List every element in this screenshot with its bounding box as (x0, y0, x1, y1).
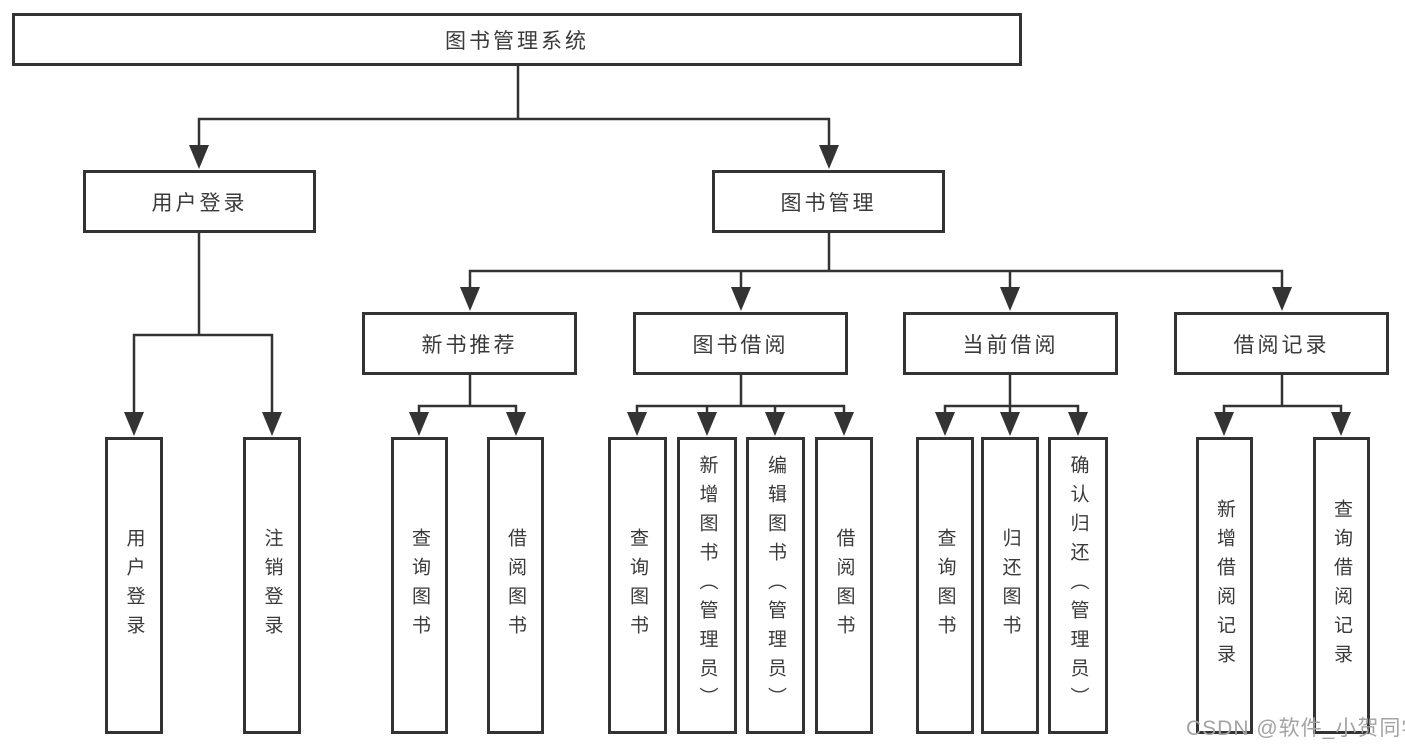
arrowhead (1068, 412, 1088, 436)
leaf-label: 编辑图书（管理员） (765, 455, 786, 716)
arrowhead (409, 412, 429, 436)
arrowhead (1214, 412, 1234, 436)
node-book-borrow: 图书借阅 (633, 312, 848, 375)
connector-borrow-record-to-leaves (1214, 373, 1351, 436)
csdn-watermark: CSDN @软件_小贺同学 (1186, 717, 1405, 740)
leaf-label: 查询图书 (934, 527, 956, 644)
leaf-bb-borrow-book: 借阅图书 (815, 437, 873, 734)
arrowhead (1272, 287, 1292, 311)
node-new-book-recommend: 新书推荐 (362, 312, 577, 375)
leaf-label: 查询图书 (627, 527, 648, 644)
arrowhead (819, 145, 839, 169)
leaf-label: 查询图书 (409, 527, 430, 644)
leaf-bb-query-book: 查询图书 (608, 437, 667, 734)
connector-new-book-to-leaves (409, 373, 526, 436)
arrowhead (627, 412, 647, 436)
leaf-cb-return-book: 归还图书 (981, 437, 1039, 734)
connector-root-to-level2 (189, 64, 839, 169)
arrowhead (765, 412, 785, 436)
arrowhead (935, 412, 955, 436)
connector-book-borrow-to-leaves (627, 373, 854, 436)
leaf-br-query-record: 查询借阅记录 (1313, 437, 1370, 734)
arrowhead (189, 145, 209, 169)
node-user-login-branch: 用户登录 (83, 170, 316, 233)
connector-user-login-to-leaves (124, 231, 282, 436)
node-borrow-record: 借阅记录 (1174, 312, 1389, 375)
arrowhead (460, 287, 480, 311)
leaf-bb-add-book-admin: 新增图书（管理员） (677, 437, 737, 734)
leaf-label: 确认归还（管理员） (1067, 455, 1089, 716)
arrowhead (1000, 412, 1020, 436)
arrowhead (1000, 287, 1020, 311)
arrowhead (697, 412, 717, 436)
connector-book-management-to-sections (460, 231, 1292, 311)
node-current-borrow: 当前借阅 (903, 312, 1118, 375)
leaf-cb-confirm-return-admin: 确认归还（管理员） (1048, 437, 1108, 734)
leaf-logout: 注销登录 (243, 437, 301, 734)
leaf-bb-edit-book-admin: 编辑图书（管理员） (746, 437, 805, 734)
arrowhead (834, 412, 854, 436)
arrowhead (731, 287, 751, 311)
arrowhead (506, 412, 526, 436)
node-root: 图书管理系统 (12, 13, 1022, 66)
leaf-user-login: 用户登录 (105, 437, 163, 734)
leaf-br-add-record: 新增借阅记录 (1196, 437, 1253, 734)
leaf-nb-borrow-book: 借阅图书 (487, 437, 544, 734)
leaf-cb-query-book: 查询图书 (916, 437, 974, 734)
arrowhead (124, 412, 144, 436)
leaf-label: 借阅图书 (833, 527, 855, 644)
leaf-label: 查询借阅记录 (1331, 498, 1352, 673)
node-book-management-branch: 图书管理 (712, 170, 945, 233)
leaf-label: 新增借阅记录 (1214, 498, 1235, 673)
leaf-label: 归还图书 (999, 527, 1021, 644)
arrowhead (262, 412, 282, 436)
leaf-label: 注销登录 (261, 527, 283, 644)
leaf-label: 用户登录 (123, 527, 145, 644)
leaf-label: 借阅图书 (505, 527, 526, 644)
leaf-label: 新增图书（管理员） (696, 455, 718, 716)
leaf-nb-query-book: 查询图书 (391, 437, 448, 734)
arrowhead (1331, 412, 1351, 436)
connector-current-borrow-to-leaves (935, 373, 1088, 436)
